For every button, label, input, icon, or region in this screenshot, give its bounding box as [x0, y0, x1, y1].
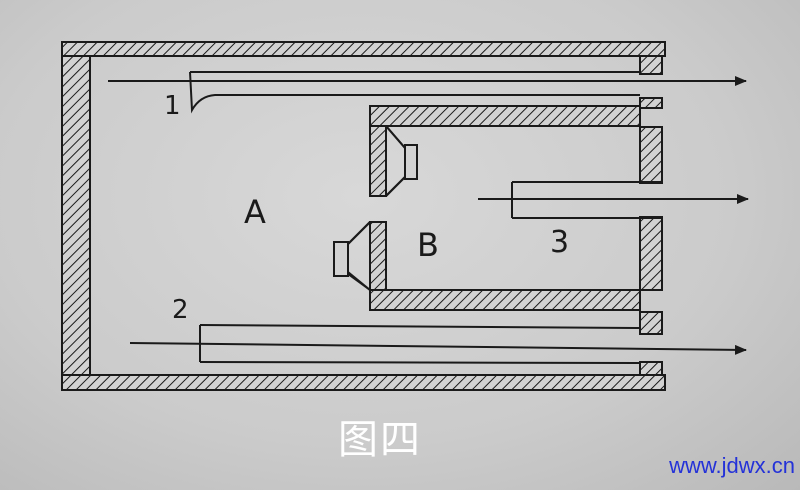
tube-1	[108, 71, 747, 114]
outer-right-wall-upper	[639, 97, 663, 109]
tube-2	[129, 324, 747, 364]
funnels	[333, 125, 418, 291]
label-tube-3: 3	[550, 225, 569, 260]
figure-caption: 图四	[338, 417, 422, 463]
lower-funnel-mouth	[333, 241, 349, 277]
outer-top-wall	[61, 41, 666, 57]
outer-right-wall-bottom	[639, 311, 663, 335]
inner-bottom-wall	[369, 289, 641, 311]
label-region-a: A	[244, 193, 266, 231]
inner-top-wall	[369, 105, 641, 127]
upper-funnel-mouth	[404, 144, 418, 180]
inner-left-wall-upper	[369, 125, 387, 197]
outer-left-wall	[61, 55, 91, 376]
inner-vessel	[369, 105, 641, 311]
watermark-link: www.jdwx.cn	[669, 453, 795, 478]
outer-right-wall-lower	[639, 216, 663, 291]
outer-vessel	[61, 41, 666, 391]
tube-2-flow-line	[129, 342, 747, 355]
label-region-b: B	[417, 226, 439, 264]
label-tube-1: 1	[164, 91, 181, 121]
label-tube-2: 2	[172, 295, 189, 325]
outer-right-wall-middle	[639, 126, 663, 184]
outer-right-wall-base	[639, 361, 663, 376]
outer-bottom-wall	[61, 374, 666, 391]
tube-3	[478, 181, 749, 219]
outer-right-wall-top	[639, 55, 663, 75]
inner-left-wall-lower	[369, 221, 387, 291]
